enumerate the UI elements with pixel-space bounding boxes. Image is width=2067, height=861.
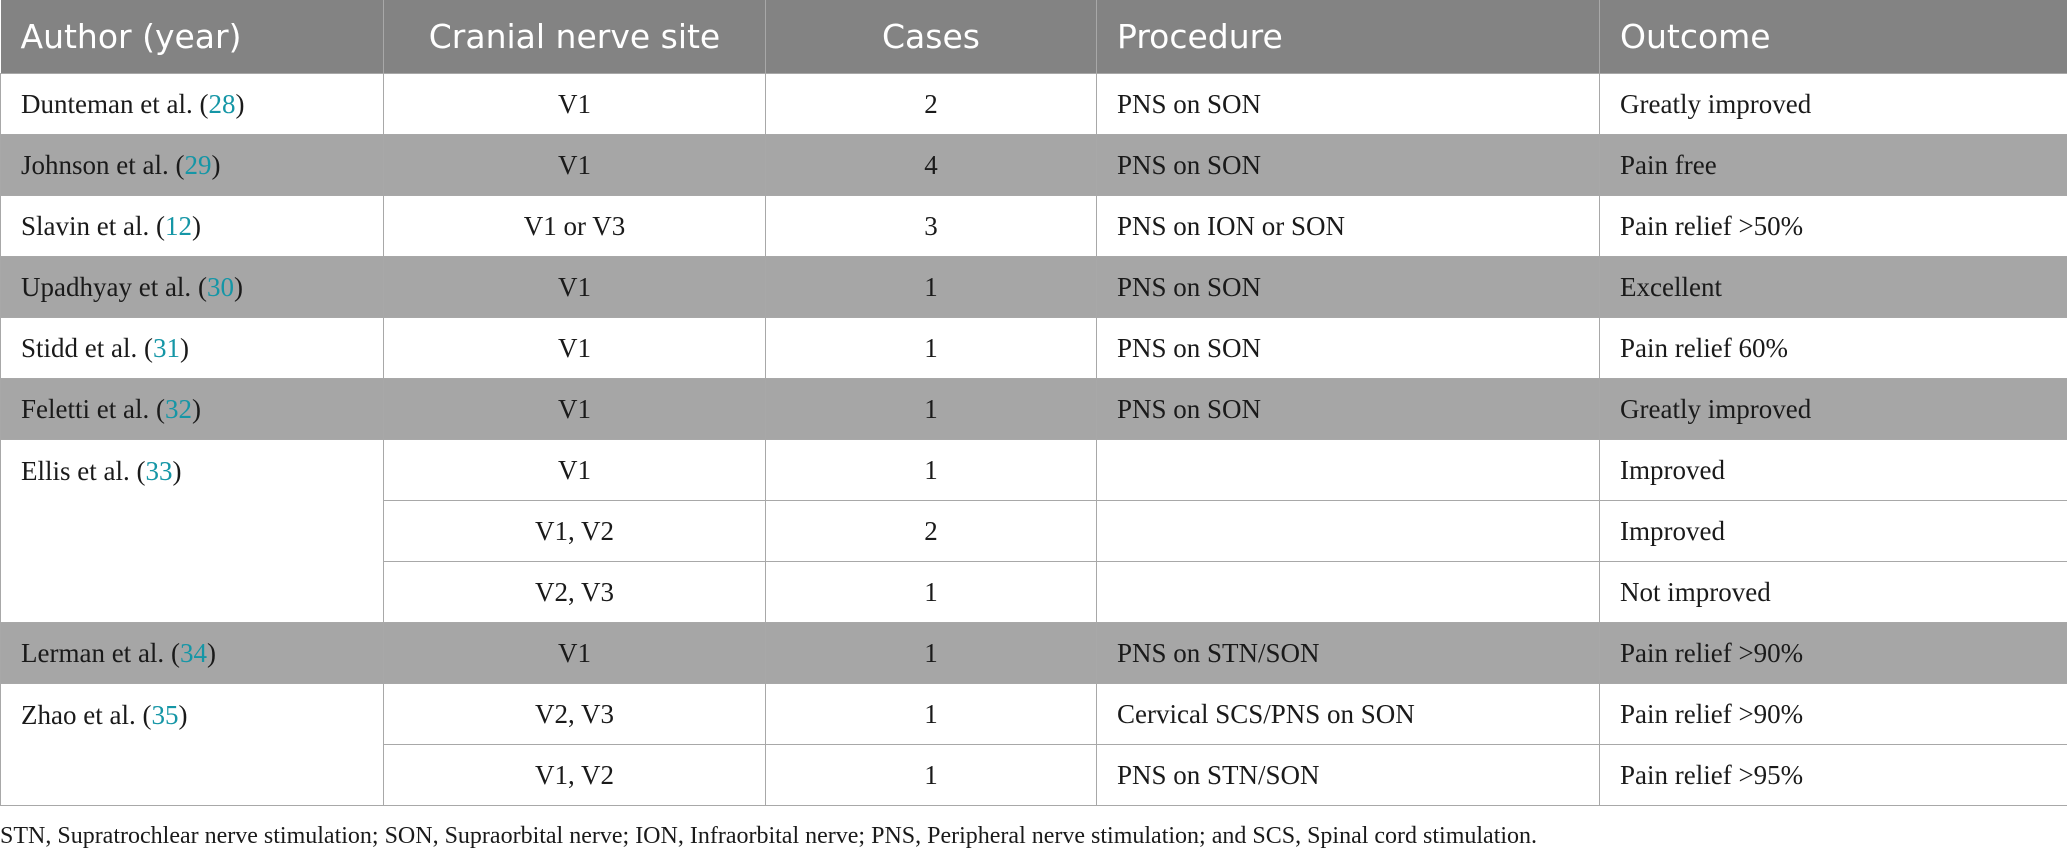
site-cell: V1 bbox=[383, 73, 766, 135]
procedure-cell: PNS on STN/SON bbox=[1096, 744, 1600, 806]
table-row: Upadhyay et al. (30) V1 1 PNS on SON Exc… bbox=[0, 256, 2067, 318]
reference-link[interactable]: 35 bbox=[151, 700, 179, 730]
reference-link[interactable]: 31 bbox=[153, 332, 180, 363]
author-cell: Johnson et al. (29) bbox=[0, 134, 384, 196]
procedure-cell bbox=[1096, 561, 1600, 623]
author-name: Zhao et al. bbox=[21, 700, 136, 730]
procedure-cell: PNS on SON bbox=[1096, 378, 1600, 440]
table-footnote: STN, Supratrochlear nerve stimulation; S… bbox=[0, 823, 1538, 849]
table-row: Lerman et al. (34) V1 1 PNS on STN/SON P… bbox=[0, 622, 2067, 684]
outcome-cell: Greatly improved bbox=[1599, 73, 2067, 135]
author-cell: Zhao et al. (35) bbox=[0, 683, 384, 806]
outcome-cell: Pain free bbox=[1599, 134, 2067, 196]
author-cell: Upadhyay et al. (30) bbox=[0, 256, 384, 318]
table-header: Author (year) Cranial nerve site Cases P… bbox=[0, 0, 2067, 74]
table-row: Feletti et al. (32) V1 1 PNS on SON Grea… bbox=[0, 378, 2067, 440]
procedure-cell: PNS on SON bbox=[1096, 134, 1600, 196]
table-row: Johnson et al. (29) V1 4 PNS on SON Pain… bbox=[0, 134, 2067, 196]
outcome-cell: Pain relief >95% bbox=[1599, 744, 2067, 806]
cases-cell: 1 bbox=[765, 744, 1097, 806]
site-cell: V1 bbox=[383, 622, 766, 684]
cases-cell: 1 bbox=[765, 439, 1097, 501]
table-row: Ellis et al. (33) V1 1 Improved bbox=[0, 439, 2067, 623]
author-cell: Ellis et al. (33) bbox=[0, 439, 384, 623]
author-name: Dunteman et al. bbox=[21, 88, 193, 119]
studies-table-container: Author (year) Cranial nerve site Cases P… bbox=[0, 0, 2067, 806]
cases-cell: 4 bbox=[765, 134, 1097, 196]
site-cell: V1 bbox=[383, 134, 766, 196]
procedure-cell: PNS on SON bbox=[1096, 317, 1600, 379]
procedure-cell: PNS on SON bbox=[1096, 256, 1600, 318]
procedure-cell bbox=[1096, 500, 1600, 562]
outcome-cell: Greatly improved bbox=[1599, 378, 2067, 440]
cases-cell: 1 bbox=[765, 378, 1097, 440]
author-name: Ellis et al. bbox=[21, 456, 130, 486]
author-name: Johnson et al. bbox=[21, 149, 169, 180]
site-cell: V1 bbox=[383, 256, 766, 318]
cases-cell: 2 bbox=[765, 73, 1097, 135]
table-row: Zhao et al. (35) V2, V3 1 Cervical SCS/P… bbox=[0, 683, 2067, 806]
site-cell: V2, V3 bbox=[383, 561, 766, 623]
cases-cell: 1 bbox=[765, 683, 1097, 745]
outcome-cell: Improved bbox=[1599, 439, 2067, 501]
author-name: Slavin et al. bbox=[21, 210, 150, 241]
outcome-cell: Pain relief 60% bbox=[1599, 317, 2067, 379]
table-row: V1, V2 2 Improved bbox=[1, 500, 2067, 562]
author-cell: Stidd et al. (31) bbox=[0, 317, 384, 379]
cases-cell: 1 bbox=[765, 561, 1097, 623]
header-author: Author (year) bbox=[0, 0, 384, 74]
author-cell: Slavin et al. (12) bbox=[0, 195, 384, 257]
cases-cell: 1 bbox=[765, 317, 1097, 379]
procedure-cell: PNS on ION or SON bbox=[1096, 195, 1600, 257]
author-name: Upadhyay et al. bbox=[21, 271, 192, 302]
reference-link[interactable]: 30 bbox=[206, 271, 234, 302]
header-cranial-nerve-site: Cranial nerve site bbox=[383, 0, 766, 74]
table-row: Dunteman et al. (28) V1 2 PNS on SON Gre… bbox=[0, 73, 2067, 135]
outcome-cell: Pain relief >90% bbox=[1599, 622, 2067, 684]
site-cell: V1 bbox=[383, 378, 766, 440]
site-cell: V2, V3 bbox=[383, 683, 766, 745]
cases-cell: 2 bbox=[765, 500, 1097, 562]
cases-cell: 1 bbox=[765, 256, 1097, 318]
reference-link[interactable]: 33 bbox=[145, 456, 173, 486]
reference-link[interactable]: 29 bbox=[184, 149, 212, 180]
reference-link[interactable]: 12 bbox=[164, 210, 192, 241]
author-cell: Lerman et al. (34) bbox=[0, 622, 384, 684]
header-outcome: Outcome bbox=[1599, 0, 2067, 74]
procedure-cell: PNS on STN/SON bbox=[1096, 622, 1600, 684]
outcome-cell: Excellent bbox=[1599, 256, 2067, 318]
outcome-cell: Improved bbox=[1599, 500, 2067, 562]
outcome-cell: Pain relief >90% bbox=[1599, 683, 2067, 745]
site-cell: V1 bbox=[383, 439, 766, 501]
procedure-cell: PNS on SON bbox=[1096, 73, 1600, 135]
author-name: Lerman et al. bbox=[21, 637, 165, 668]
procedure-cell: Cervical SCS/PNS on SON bbox=[1096, 683, 1600, 745]
site-cell: V1 or V3 bbox=[383, 195, 766, 257]
reference-link[interactable]: 32 bbox=[164, 393, 192, 424]
author-name: Stidd et al. bbox=[21, 332, 138, 363]
header-row: Author (year) Cranial nerve site Cases P… bbox=[0, 0, 2067, 74]
header-cases: Cases bbox=[765, 0, 1097, 74]
author-name: Feletti et al. bbox=[21, 393, 150, 424]
table-row: V1, V2 1 PNS on STN/SON Pain relief >95% bbox=[1, 744, 2067, 806]
reference-link[interactable]: 34 bbox=[179, 637, 207, 668]
author-cell: Dunteman et al. (28) bbox=[0, 73, 384, 135]
site-cell: V1, V2 bbox=[383, 744, 766, 806]
outcome-cell: Not improved bbox=[1599, 561, 2067, 623]
studies-table: Author (year) Cranial nerve site Cases P… bbox=[0, 0, 2067, 806]
cases-cell: 1 bbox=[765, 622, 1097, 684]
site-cell: V1 bbox=[383, 317, 766, 379]
table-body: Dunteman et al. (28) V1 2 PNS on SON Gre… bbox=[0, 73, 2067, 806]
reference-link[interactable]: 28 bbox=[208, 88, 236, 119]
outcome-cell: Pain relief >50% bbox=[1599, 195, 2067, 257]
author-cell: Feletti et al. (32) bbox=[0, 378, 384, 440]
table-row: Slavin et al. (12) V1 or V3 3 PNS on ION… bbox=[0, 195, 2067, 257]
site-cell: V1, V2 bbox=[383, 500, 766, 562]
table-row: Stidd et al. (31) V1 1 PNS on SON Pain r… bbox=[0, 317, 2067, 379]
table-row: V2, V3 1 Not improved bbox=[1, 561, 2067, 623]
cases-cell: 3 bbox=[765, 195, 1097, 257]
procedure-cell bbox=[1096, 439, 1600, 501]
header-procedure: Procedure bbox=[1096, 0, 1600, 74]
